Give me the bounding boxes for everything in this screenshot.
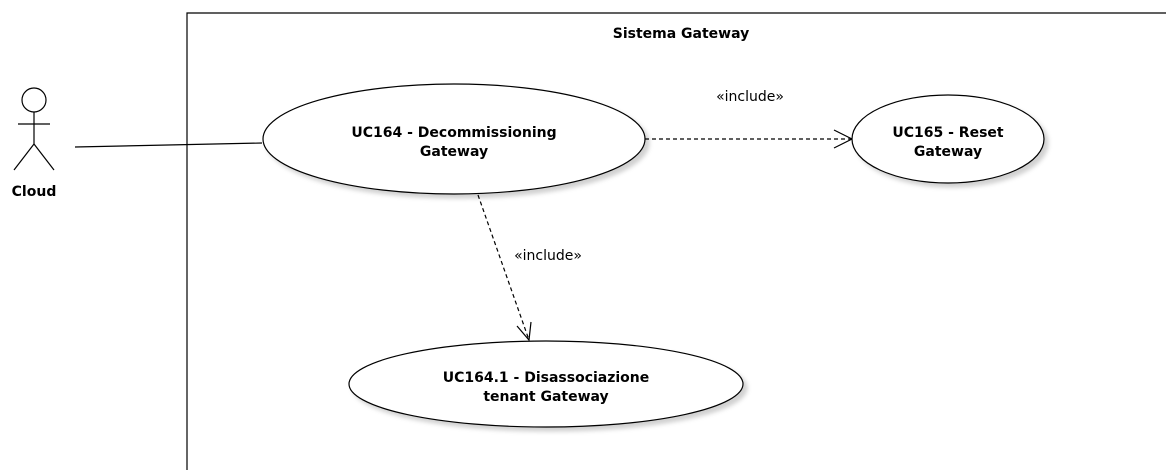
use-case-label: Gateway: [914, 144, 982, 160]
system-boundary[interactable]: [186, 12, 1166, 470]
include-label-uc164-1: «include»: [514, 248, 582, 264]
include-relation-uc164-1[interactable]: [477, 194, 532, 342]
actor-cloud[interactable]: Cloud: [12, 87, 57, 200]
use-case-uc165[interactable]: UC165 - Reset Gateway: [851, 94, 1045, 184]
use-case-label: UC165 - Reset: [892, 125, 1004, 141]
use-case-label: UC164 - Decommissioning: [351, 125, 556, 141]
actor-stick-figure-icon: [13, 87, 55, 171]
use-case-label: tenant Gateway: [483, 389, 608, 405]
use-case-uc164-1[interactable]: UC164.1 - Disassociazione tenant Gateway: [348, 340, 744, 428]
actor-label: Cloud: [12, 184, 57, 200]
system-title: Sistema Gateway: [613, 26, 750, 42]
use-case-label: UC164.1 - Disassociazione: [443, 370, 650, 386]
association-line[interactable]: [74, 142, 263, 148]
use-case-uc164[interactable]: UC164 - Decommissioning Gateway: [262, 83, 646, 195]
arrowhead-icon: [516, 321, 532, 342]
include-relation-uc165[interactable]: [645, 129, 854, 149]
include-label-uc165: «include»: [716, 89, 784, 105]
use-case-label: Gateway: [420, 144, 488, 160]
